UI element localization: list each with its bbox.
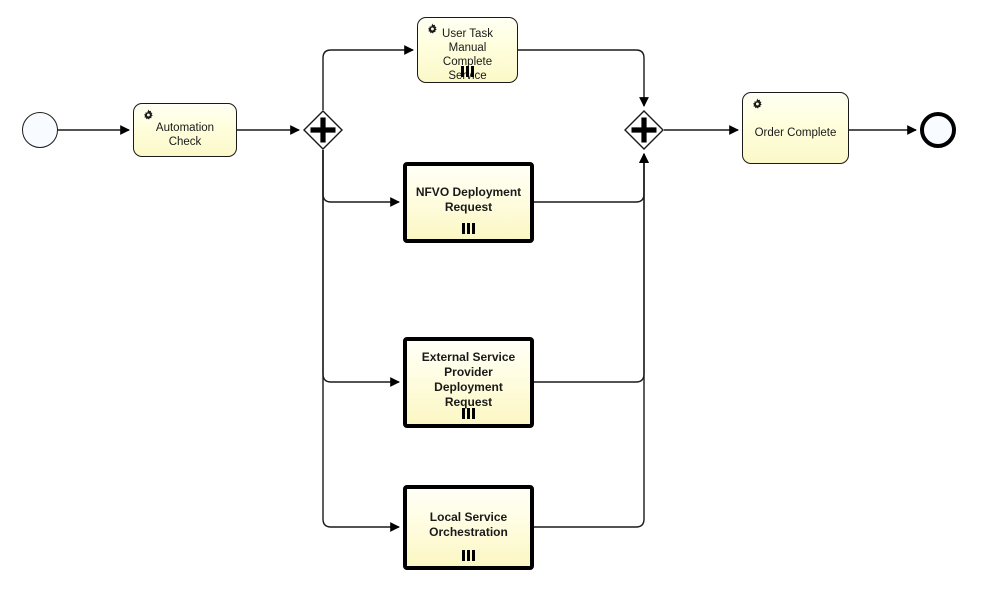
plus-icon (631, 117, 657, 143)
task-label: Order Complete (754, 126, 837, 139)
task-label: External Service Provider Deployment Req… (421, 349, 516, 409)
plus-icon (310, 117, 336, 143)
flow-split-to-user-task-manual (322, 45, 414, 110)
task-label: Local Service Orchestration (429, 509, 508, 539)
flow-split-to-nfvo (322, 150, 400, 207)
task-body: NFVO Deployment Request (407, 166, 530, 239)
gear-icon (143, 109, 153, 120)
gear-icon (427, 23, 437, 34)
local-service-orchestration[interactable]: Local Service Orchestration (403, 485, 534, 570)
order-complete[interactable]: Order Complete (742, 92, 849, 164)
task-body: Local Service Orchestration (407, 489, 530, 566)
gear-icon (752, 98, 762, 109)
flow-nfvo-to-join (534, 153, 649, 203)
task-body: External Service Provider Deployment Req… (407, 341, 530, 424)
user-task-manual-complete-service[interactable]: User Task Manual Complete Service (417, 17, 518, 83)
flow-external-service-provider-to-join (534, 153, 649, 383)
end-event[interactable] (920, 112, 956, 148)
flow-split-to-external-service-provider (322, 150, 400, 387)
external-service-provider-deployment-request[interactable]: External Service Provider Deployment Req… (403, 337, 534, 428)
task-body: User Task Manual Complete Service (418, 18, 517, 83)
flow-user-task-manual-to-join (518, 49, 649, 107)
task-body: Automation Check (134, 104, 236, 156)
start-event[interactable] (22, 112, 58, 148)
nfvo-deployment-request[interactable]: NFVO Deployment Request (403, 162, 534, 243)
automation-check[interactable]: Automation Check (133, 103, 237, 157)
parallel-gateway-join[interactable] (624, 110, 664, 150)
task-label: NFVO Deployment Request (415, 184, 522, 214)
flow-local-service-orchestration-to-join (534, 153, 649, 528)
flow-split-to-local-service-orchestration (322, 150, 400, 532)
parallel-gateway-split[interactable] (303, 110, 343, 150)
task-body: Order Complete (743, 93, 848, 163)
